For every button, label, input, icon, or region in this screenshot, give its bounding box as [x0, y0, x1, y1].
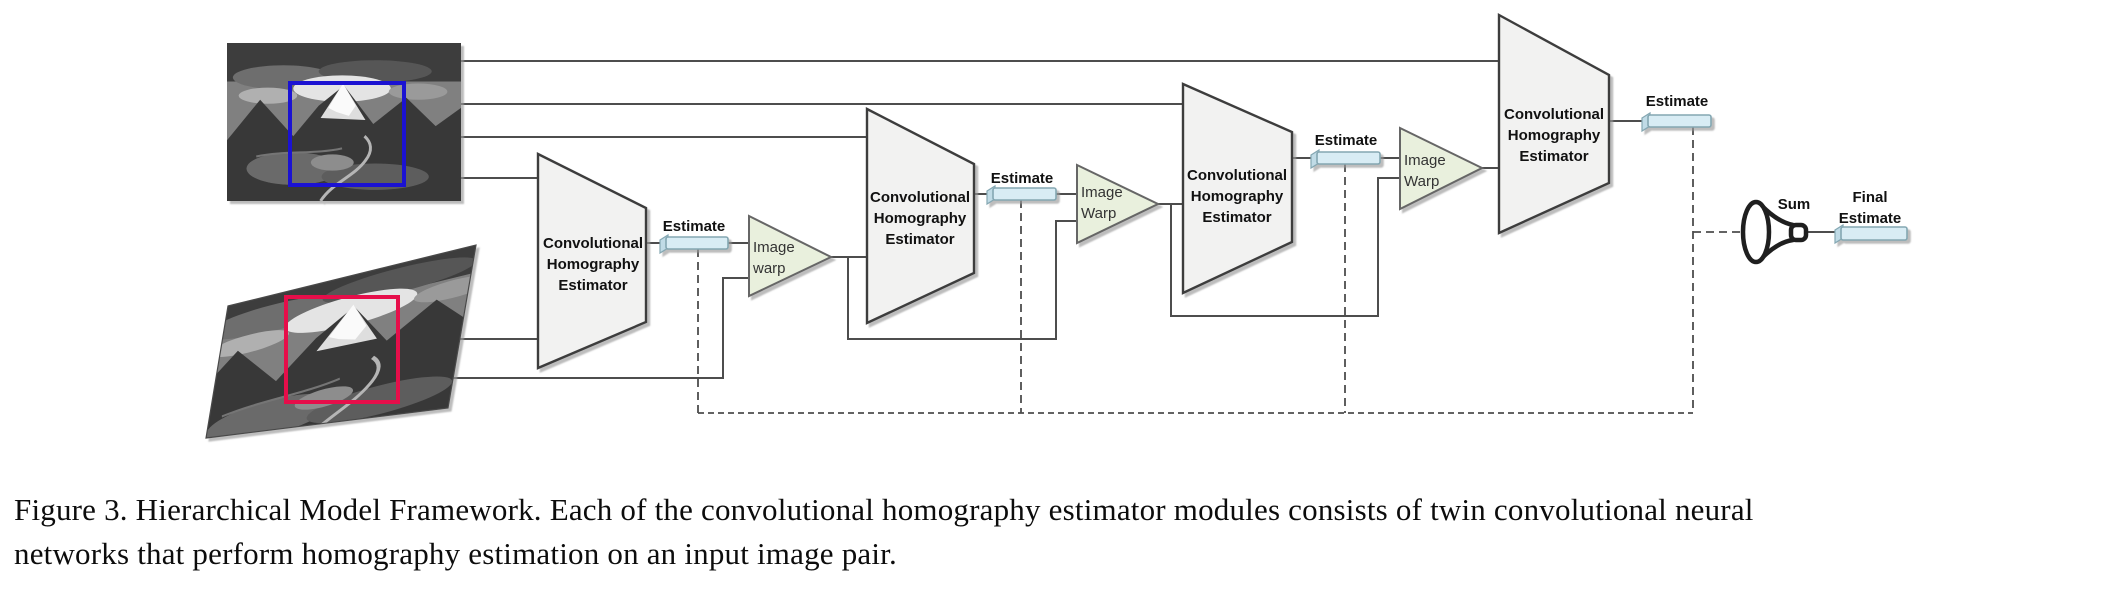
figure-caption-line2: networks that perform homography estimat… — [14, 536, 897, 571]
wire-warp1-branch-to-warp2 — [847, 220, 1077, 340]
estimator-4 — [1497, 12, 1611, 235]
image-warp-3-label: Warp — [1404, 173, 1439, 190]
blue-region-box — [288, 81, 406, 187]
estimator-4-label: Convolutional — [1504, 106, 1604, 123]
estimator-3-label: Estimator — [1202, 209, 1271, 226]
image-warp-1-label: warp — [752, 260, 786, 277]
estimator-1 — [536, 152, 648, 370]
estimate-bar-3 — [1310, 148, 1381, 170]
estimator-4-label: Homography — [1508, 127, 1601, 144]
estimator-3-label: Homography — [1191, 188, 1284, 205]
estimate-bar-1 — [659, 233, 729, 255]
estimate-2-label: Estimate — [991, 170, 1054, 187]
final-estimate-bar — [1834, 223, 1908, 245]
image-warp-3-label: Image — [1404, 152, 1446, 169]
image-warp-1-label: Image — [753, 239, 795, 256]
sum-funnel-icon — [1740, 199, 1809, 265]
estimate-3-label: Estimate — [1315, 132, 1378, 149]
estimate-feedback-lines — [697, 127, 1740, 414]
wires — [451, 60, 1838, 379]
image-warp-1 — [748, 214, 834, 298]
estimator-4-label: Estimator — [1519, 148, 1588, 165]
estimator-3-label: Convolutional — [1187, 167, 1287, 184]
estimator-2-label: Estimator — [885, 231, 954, 248]
estimator-2-label: Homography — [874, 210, 967, 227]
estimator-1-label: Homography — [547, 256, 640, 273]
warped-image — [205, 244, 477, 439]
image-warp-2-label: Image — [1081, 184, 1123, 201]
estimate-bar-4 — [1641, 111, 1712, 133]
estimator-1-label: Convolutional — [543, 235, 643, 252]
estimator-3 — [1181, 82, 1294, 295]
red-region-box — [284, 295, 400, 404]
estimate-1-label: Estimate — [663, 218, 726, 235]
figure-caption-line1: Figure 3. Hierarchical Model Framework. … — [14, 492, 1754, 527]
wire-warped-to-warp1 — [451, 277, 749, 379]
image-warp-2-label: Warp — [1081, 205, 1116, 222]
figure-caption: Figure 3. Hierarchical Model Framework. … — [14, 488, 2096, 576]
image-warp-2 — [1076, 163, 1161, 245]
image-warp-labels: Image warp Image Warp Image Warp — [752, 152, 1446, 277]
warped-image-outline — [205, 244, 477, 439]
estimate-4-label: Estimate — [1646, 93, 1709, 110]
image-warp-3 — [1399, 126, 1485, 211]
estimator-2 — [865, 107, 976, 325]
estimator-1-label: Estimator — [558, 277, 627, 294]
estimator-labels: Convolutional Homography Estimator Convo… — [543, 106, 1604, 294]
reference-image — [225, 41, 463, 203]
estimate-bar-2 — [986, 184, 1057, 206]
estimator-2-label: Convolutional — [870, 189, 970, 206]
final-estimate-label: Estimate — [1839, 210, 1902, 227]
sum-label: Sum — [1778, 196, 1811, 213]
wire-warp2-branch-to-warp3 — [1170, 177, 1400, 317]
final-estimate-label: Final — [1852, 189, 1887, 206]
estimate-labels: Estimate Estimate Estimate Estimate — [663, 93, 1709, 235]
